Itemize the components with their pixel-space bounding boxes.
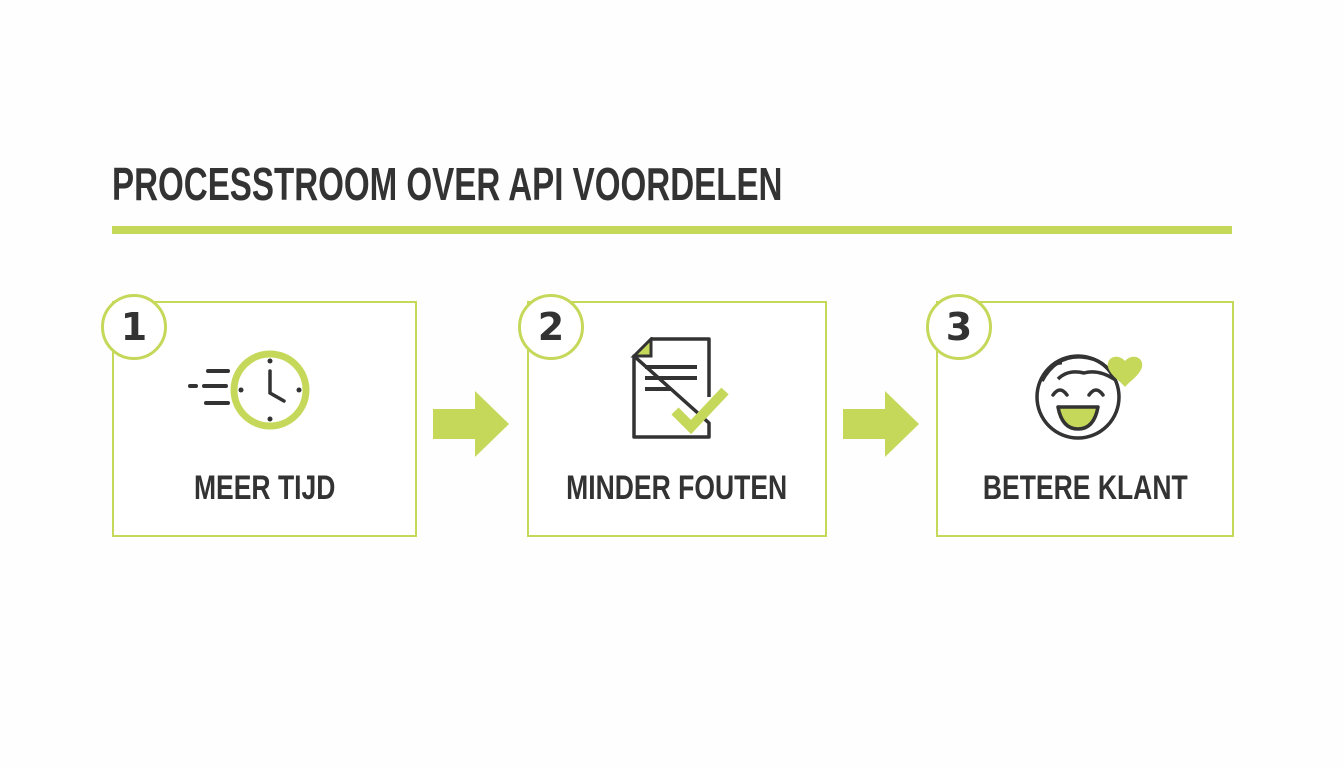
fast-clock-icon — [188, 350, 310, 430]
step-label-3: BETERE KLANT — [982, 469, 1188, 507]
step-card-2: MINDER FOUTEN — [527, 301, 827, 537]
step-label-2: MINDER FOUTEN — [566, 469, 788, 507]
step-label-1: MEER TIJD — [193, 469, 336, 507]
arrow-right-icon — [433, 391, 509, 457]
step-number-badge-1: 1 — [101, 294, 167, 360]
document-check-icon — [630, 337, 729, 439]
happy-face-heart-icon — [1035, 354, 1143, 440]
arrow-right-icon — [843, 391, 919, 457]
step-number-badge-3: 3 — [926, 294, 992, 360]
step-number-badge-2: 2 — [518, 294, 584, 360]
title-underline — [112, 226, 1232, 234]
page-title: PROCESSTROOM OVER API VOORDELEN — [112, 158, 783, 210]
